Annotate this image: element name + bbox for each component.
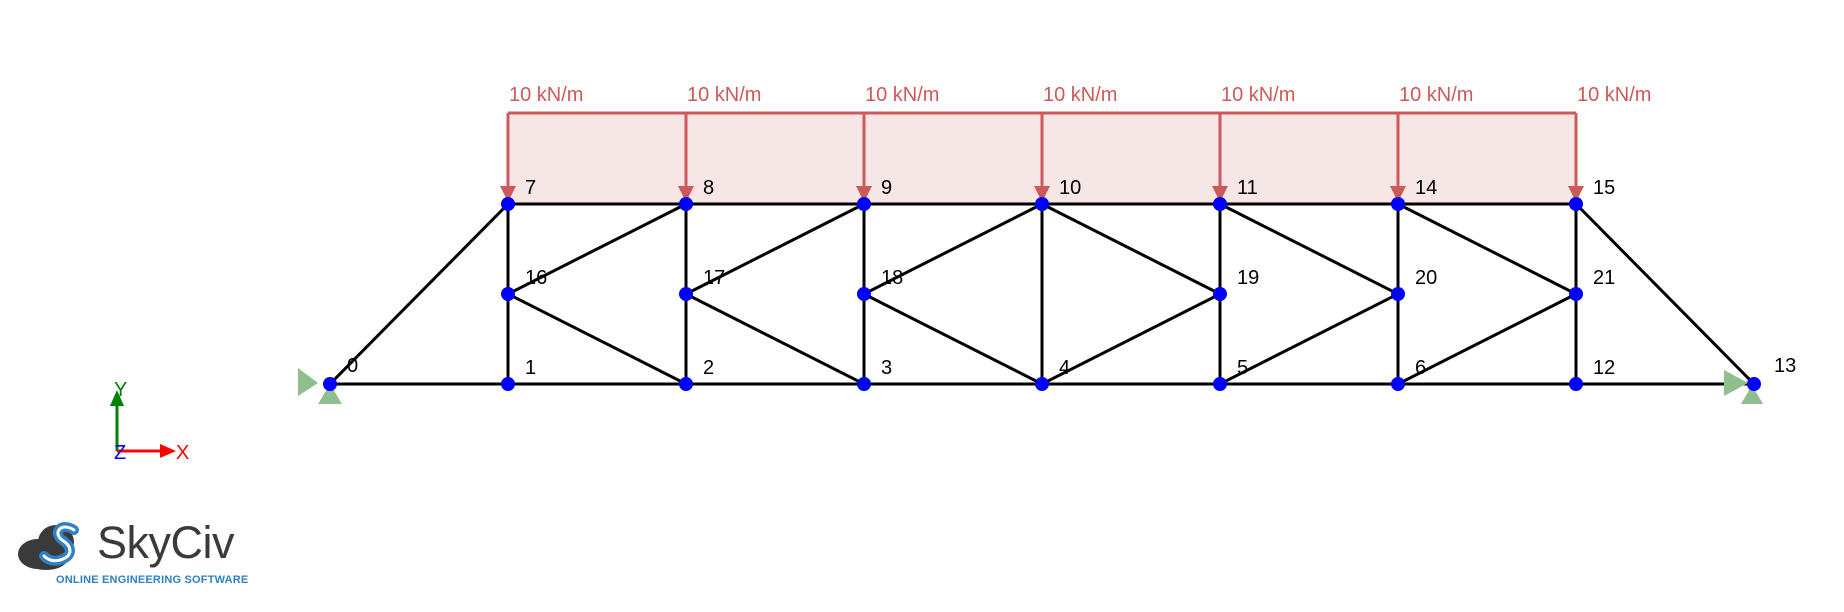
pin-support-icon — [298, 368, 318, 396]
load-arrow-head-icon — [1568, 186, 1584, 202]
logo-tagline: ONLINE ENGINEERING SOFTWARE — [56, 574, 249, 586]
node-label-6: 6 — [1415, 357, 1426, 379]
truss-node-17 — [679, 287, 693, 301]
truss-node-6 — [1391, 377, 1405, 391]
truss-member — [684, 292, 866, 386]
pin-support-icon — [1741, 385, 1763, 404]
truss-members — [328, 202, 1756, 386]
load-label: 10 kN/m — [1221, 84, 1295, 106]
truss-member — [1574, 202, 1756, 386]
truss-node-12 — [1569, 377, 1583, 391]
y-axis-arrow-icon — [110, 390, 124, 406]
load-label: 10 kN/m — [1043, 84, 1117, 106]
truss-node-19 — [1213, 287, 1227, 301]
y-axis-label: Y — [114, 379, 127, 401]
node-label-21: 21 — [1593, 267, 1615, 289]
load-arrows — [500, 113, 1584, 202]
truss-member — [862, 292, 1044, 386]
truss-node-4 — [1035, 377, 1049, 391]
node-label-2: 2 — [703, 357, 714, 379]
node-label-3: 3 — [881, 357, 892, 379]
truss-member — [328, 202, 510, 386]
load-label: 10 kN/m — [1577, 84, 1651, 106]
node-label-7: 7 — [525, 177, 536, 199]
node-label-20: 20 — [1415, 267, 1437, 289]
skyciv-cloud-logo-icon — [18, 522, 79, 570]
truss-node-15 — [1569, 197, 1583, 211]
truss-node-11 — [1213, 197, 1227, 211]
truss-node-7 — [501, 197, 515, 211]
truss-node-21 — [1569, 287, 1583, 301]
pin-support-icon — [1724, 370, 1748, 396]
node-label-19: 19 — [1237, 267, 1259, 289]
node-label-16: 16 — [525, 267, 547, 289]
z-axis-label: Z — [114, 442, 126, 464]
truss-node-10 — [1035, 197, 1049, 211]
load-label: 10 kN/m — [509, 84, 583, 106]
node-label-14: 14 — [1415, 177, 1437, 199]
node-label-4: 4 — [1059, 357, 1070, 379]
load-arrow-head-icon — [500, 186, 516, 202]
load-arrow-head-icon — [856, 186, 872, 202]
node-label-8: 8 — [703, 177, 714, 199]
truss-node-0 — [323, 377, 337, 391]
truss-node-5 — [1213, 377, 1227, 391]
truss-node-8 — [679, 197, 693, 211]
truss-member — [862, 202, 1044, 296]
truss-node-14 — [1391, 197, 1405, 211]
load-arrow-head-icon — [1034, 186, 1050, 202]
load-arrow-head-icon — [1390, 186, 1406, 202]
node-label-10: 10 — [1059, 177, 1081, 199]
pin-support-icon — [318, 384, 342, 404]
truss-member — [1218, 292, 1400, 386]
logo-name: SkyCiv — [97, 517, 235, 568]
truss-node-18 — [857, 287, 871, 301]
node-label-18: 18 — [881, 267, 903, 289]
node-label-0: 0 — [347, 355, 358, 377]
node-label-15: 15 — [1593, 177, 1615, 199]
truss-member — [506, 202, 688, 296]
load-labels: 10 kN/m 10 kN/m 10 kN/m 10 kN/m 10 kN/m 10 kN… — [509, 84, 1651, 106]
support-left — [298, 368, 342, 404]
truss-node-16 — [501, 287, 515, 301]
x-axis-label: X — [176, 442, 189, 464]
node-label-11: 11 — [1237, 177, 1258, 199]
truss-member — [1396, 202, 1578, 296]
truss-member — [1396, 292, 1578, 386]
truss-member — [1218, 202, 1400, 296]
truss-node-20 — [1391, 287, 1405, 301]
node-label-9: 9 — [881, 177, 892, 199]
load-arrow-head-icon — [678, 186, 694, 202]
load-label: 10 kN/m — [687, 84, 761, 106]
node-label-13: 13 — [1774, 355, 1796, 377]
skyciv-logo: SkyCiv ONLINE ENGINEERING SOFTWARE — [16, 516, 249, 588]
node-label-1: 1 — [525, 357, 536, 379]
truss-member — [1040, 202, 1222, 296]
x-axis-arrow-icon — [160, 444, 176, 458]
node-label-17: 17 — [703, 267, 725, 289]
support-right — [1724, 370, 1763, 404]
truss-node-1 — [501, 377, 515, 391]
axes-triad: Y X Z — [110, 379, 189, 464]
truss-node-9 — [857, 197, 871, 211]
truss-member — [684, 202, 866, 296]
truss-member — [1040, 292, 1222, 386]
node-label-5: 5 — [1237, 357, 1248, 379]
truss-node-2 — [679, 377, 693, 391]
truss-nodes — [323, 197, 1761, 391]
node-label-12: 12 — [1593, 357, 1615, 379]
truss-node-13 — [1747, 377, 1761, 391]
load-label: 10 kN/m — [1399, 84, 1473, 106]
truss-member — [506, 292, 688, 386]
load-label: 10 kN/m — [865, 84, 939, 106]
truss-node-3 — [857, 377, 871, 391]
load-arrow-head-icon — [1212, 186, 1228, 202]
